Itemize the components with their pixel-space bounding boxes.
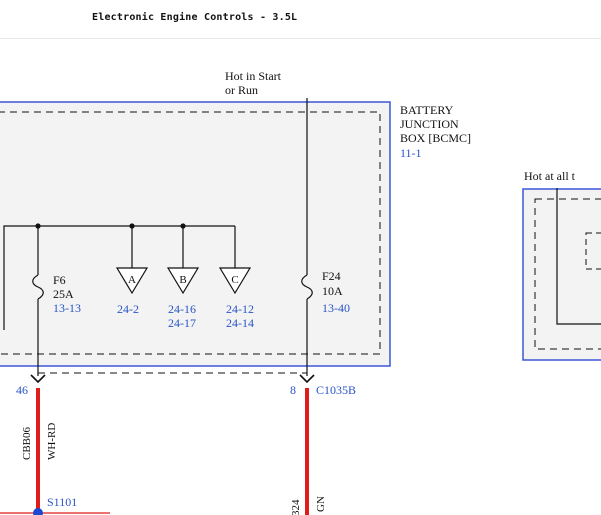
supply-label-line1: Hot in Start bbox=[225, 69, 282, 83]
feed-a-ref-1[interactable]: 24-2 bbox=[117, 302, 139, 316]
feed-a-triangle[interactable] bbox=[115, 267, 149, 295]
splice-label[interactable]: S1101 bbox=[47, 495, 77, 509]
right-box-inner-dashed bbox=[585, 232, 601, 270]
bjb-ref[interactable]: 11-1 bbox=[400, 146, 422, 160]
f6-fuse-icon[interactable] bbox=[32, 274, 44, 300]
feed-c-letter: C bbox=[231, 274, 238, 286]
splice-dot[interactable] bbox=[33, 508, 43, 515]
feed-b-ref-2[interactable]: 24-17 bbox=[168, 316, 196, 330]
right-box-dashed-boundary bbox=[534, 198, 601, 350]
feed-a-letter: A bbox=[128, 274, 136, 286]
feed-b-ref-1[interactable]: 24-16 bbox=[168, 302, 196, 316]
f6-rating: 25A bbox=[53, 287, 74, 301]
internal-bus bbox=[3, 225, 235, 330]
pin-left-number: 46 bbox=[16, 383, 28, 397]
feed-c-triangle[interactable] bbox=[218, 267, 252, 295]
feed-b-triangle[interactable] bbox=[166, 267, 200, 295]
pin-right-number: 8 bbox=[290, 383, 296, 397]
page-header: Electronic Engine Controls - 3.5L bbox=[0, 0, 601, 39]
pin-right-chevron bbox=[299, 374, 315, 384]
wire-right-color: GN bbox=[315, 496, 327, 512]
f24-rating: 10A bbox=[322, 284, 343, 298]
feed-c-ref-2[interactable]: 24-14 bbox=[226, 316, 254, 330]
page-title: Electronic Engine Controls - 3.5L bbox=[92, 12, 298, 23]
f6-ref[interactable]: 13-13 bbox=[53, 301, 81, 315]
wire-right-circuit: 324 bbox=[290, 499, 302, 515]
right-box-feed-line bbox=[556, 188, 601, 325]
bjb-label-line3: BOX [BCMC] bbox=[400, 131, 471, 145]
f24-name: F24 bbox=[322, 269, 341, 283]
wire-left-color: WH-RD bbox=[46, 423, 58, 460]
feed-c-ref-1[interactable]: 24-12 bbox=[226, 302, 254, 316]
bjb-label-line2: JUNCTION bbox=[400, 117, 459, 131]
f6-name: F6 bbox=[53, 273, 66, 287]
bjb-label-line1: BATTERY bbox=[400, 103, 454, 117]
f24-ref[interactable]: 13-40 bbox=[322, 301, 350, 315]
feed-b-letter: B bbox=[179, 274, 186, 286]
bjb-box[interactable] bbox=[0, 101, 391, 367]
connector-label[interactable]: C1035B bbox=[316, 383, 356, 397]
supply-label-right: Hot at all t bbox=[524, 169, 576, 183]
right-box[interactable] bbox=[522, 188, 601, 361]
f24-fuse-icon[interactable] bbox=[301, 274, 313, 300]
pin-left-chevron bbox=[30, 374, 46, 384]
wire-left-circuit: CBB06 bbox=[21, 426, 33, 460]
supply-label-line2: or Run bbox=[225, 83, 258, 97]
